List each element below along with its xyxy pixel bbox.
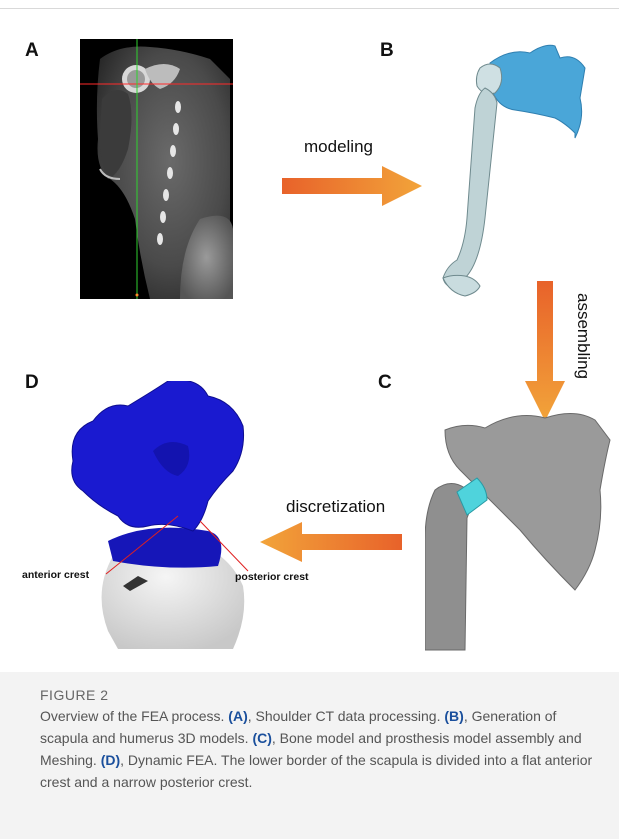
figure-title: FIGURE 2	[40, 687, 109, 703]
assembled-mesh-model	[425, 400, 617, 652]
fea-model	[68, 381, 260, 649]
caption-text-2: , Shoulder CT data processing.	[248, 708, 445, 724]
panel-label-d: D	[25, 372, 39, 394]
anterior-crest-label: anterior crest	[22, 569, 89, 581]
ct-scan-image	[80, 39, 233, 299]
posterior-crest-label: posterior crest	[235, 571, 309, 583]
figure-2: A B C D modeling assembling discretizati…	[0, 0, 619, 670]
caption-text-5: , Dynamic FEA. The lower border of the s…	[40, 752, 592, 790]
panel-label-a: A	[25, 40, 39, 62]
caption-ref-c: (C)	[252, 730, 271, 746]
caption-text-1: Overview of the FEA process.	[40, 708, 228, 724]
caption-ref-b: (B)	[444, 708, 463, 724]
humerus-scapula-model	[435, 38, 595, 303]
panel-label-c: C	[378, 372, 392, 394]
caption-ref-a: (A)	[228, 708, 247, 724]
caption-ref-d: (D)	[101, 752, 120, 768]
step-label-modeling: modeling	[304, 137, 373, 157]
arrow-modeling	[282, 166, 422, 206]
panel-label-b: B	[380, 40, 394, 62]
arrow-discretization	[260, 522, 402, 562]
step-label-assembling: assembling	[573, 293, 593, 379]
figure-caption: Overview of the FEA process. (A), Should…	[40, 705, 600, 793]
step-label-discretization: discretization	[286, 497, 385, 517]
